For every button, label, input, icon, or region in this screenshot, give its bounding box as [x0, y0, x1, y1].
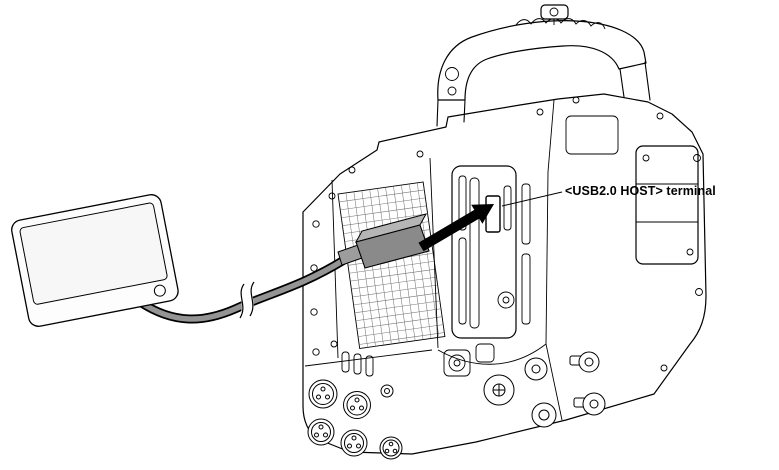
cable-core	[137, 257, 347, 322]
cable-break-gap	[239, 279, 255, 321]
slot-3	[469, 177, 480, 329]
slot-rail-top	[521, 183, 531, 245]
rear-top-panel	[565, 115, 619, 155]
card-slot-door	[451, 165, 517, 339]
body-screws	[328, 96, 703, 372]
lower-body-contour	[437, 343, 547, 365]
cable-break-mark	[239, 283, 245, 319]
control-plate	[443, 349, 471, 377]
connector-panel-divider	[304, 349, 433, 367]
battery-pack	[635, 145, 699, 265]
door-knob	[497, 291, 515, 309]
small-jack-pin	[384, 388, 390, 394]
xlr-connector	[308, 379, 338, 409]
xlr-connector	[379, 436, 403, 460]
handle-post-hole-top	[445, 67, 459, 81]
door-knob-center	[502, 296, 510, 304]
small-plate	[475, 343, 495, 363]
camera-handle	[437, 20, 647, 101]
xlr-connector	[340, 429, 368, 457]
slot-rail-bottom	[521, 253, 531, 325]
battery-ribs	[636, 183, 698, 223]
cable-break-mark	[249, 281, 255, 317]
home-button	[153, 284, 166, 297]
usb-connector	[337, 213, 430, 269]
rear-knobs	[483, 351, 606, 428]
front-edge-screws	[310, 220, 320, 356]
handle-rear-post	[619, 61, 651, 101]
xlr-connector	[343, 391, 371, 419]
slot-2	[458, 237, 467, 325]
xlr-connectors	[307, 379, 403, 460]
tablet-screen	[19, 202, 168, 305]
vent-slats	[341, 351, 374, 377]
slot-1	[458, 175, 467, 231]
connector-front-face	[355, 224, 430, 269]
handle-front-post	[436, 99, 466, 127]
rear-section-divider	[545, 99, 563, 421]
mic-holder-screw	[549, 7, 559, 17]
control-dial	[448, 354, 466, 372]
control-dial-center	[453, 359, 461, 367]
tablet	[11, 194, 179, 327]
usb-cable	[135, 255, 349, 324]
slot-4	[503, 185, 512, 231]
handle-grip-ridges	[515, 18, 606, 30]
callout-line	[501, 191, 563, 207]
xlr-connector	[307, 418, 335, 446]
callout-label: <USB2.0 HOST> terminal	[565, 184, 716, 198]
mic-holder-bracket	[540, 4, 569, 20]
insertion-arrow	[418, 204, 494, 252]
center-panel-divider	[429, 157, 439, 349]
handle-post-hole-bottom	[447, 86, 457, 96]
